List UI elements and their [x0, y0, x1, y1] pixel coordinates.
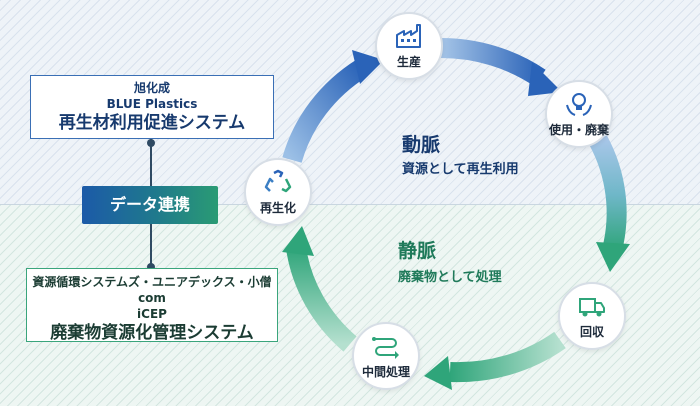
- arterial-title: 動脈: [402, 134, 441, 156]
- arrowhead-to-collection: [596, 242, 630, 272]
- data-link-badge: データ連携: [82, 186, 218, 224]
- icep-system-box: 資源循環システムズ・ユニアデックス・小僧com iCEP 廃棄物資源化管理システ…: [26, 268, 278, 343]
- arrow-intermediate-to-recycle: [286, 246, 357, 352]
- node-production-label: 生産: [396, 55, 421, 69]
- recycled-material-system-title: 再生材利用促進システム: [58, 113, 246, 133]
- lightbulb-hands-icon: [566, 93, 592, 116]
- asahi-kasei-label: 旭化成: [133, 81, 170, 95]
- arrowhead-to-intermediate: [424, 356, 452, 390]
- waste-resource-system-title: 廃棄物資源化管理システム: [50, 323, 254, 343]
- arrowhead-to-production: [352, 50, 384, 84]
- partner-companies-label: 資源循環システムズ・ユニアデックス・小僧com: [32, 275, 272, 305]
- node-intermediate: 中間処理: [352, 322, 420, 390]
- node-recycling: 再生化: [244, 158, 312, 226]
- connector-line-lower: [150, 224, 152, 268]
- arterial-subtitle: 資源として再生利用: [402, 162, 519, 177]
- blue-plastics-label: BLUE Plastics: [106, 97, 198, 111]
- factory-icon: [396, 24, 421, 48]
- connector-line-upper: [150, 137, 152, 186]
- node-use-disposal-label: 使用・廃棄: [548, 123, 609, 137]
- venous-subtitle: 廃棄物として処理: [398, 270, 502, 285]
- node-use-disposal: 使用・廃棄: [545, 80, 613, 148]
- venous-title: 静脈: [398, 240, 437, 262]
- arrow-recycle-to-production: [282, 59, 368, 163]
- connector-dot-lower: [147, 263, 155, 271]
- arrow-collection-to-intermediate: [449, 331, 566, 383]
- connector-dot-upper: [147, 139, 155, 147]
- truck-icon: [579, 298, 605, 317]
- arrow-use-to-collection: [589, 135, 627, 253]
- node-production: 生産: [375, 12, 443, 80]
- blue-plastics-system-box: 旭化成 BLUE Plastics 再生材利用促進システム: [30, 75, 274, 139]
- node-recycling-label: 再生化: [259, 201, 296, 215]
- process-flow-icon: [372, 337, 399, 359]
- recycle-icon: [264, 169, 292, 193]
- arrowhead-to-use: [528, 62, 562, 96]
- arrow-production-to-use: [439, 37, 546, 87]
- node-collection-label: 回収: [579, 325, 604, 339]
- icep-label: iCEP: [137, 307, 167, 321]
- arrowhead-to-recycle: [282, 226, 314, 256]
- node-collection: 回収: [558, 282, 626, 350]
- node-intermediate-label: 中間処理: [361, 365, 410, 379]
- zone-divider: [0, 204, 700, 205]
